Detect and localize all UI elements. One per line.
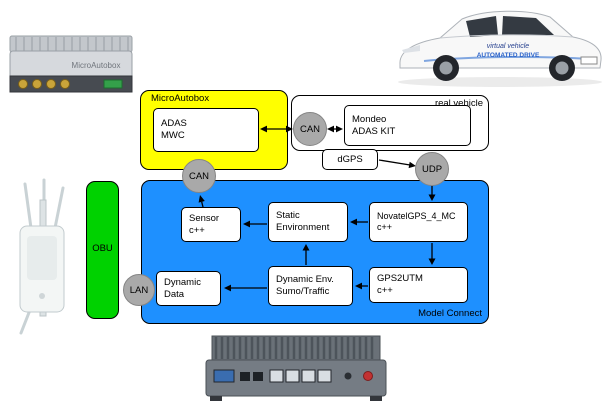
node-adas-mwc: ADAS MWC bbox=[153, 108, 259, 152]
group-model-connect-label: Model Connect bbox=[418, 308, 482, 319]
connector-can-model: CAN bbox=[182, 159, 216, 193]
antenna bbox=[19, 308, 32, 335]
connector-plug-icon bbox=[60, 79, 70, 89]
heatsink-fins bbox=[214, 337, 374, 359]
vehicle-brand-line2: AUTOMATED DRIVE bbox=[477, 52, 540, 59]
usb-port bbox=[240, 372, 250, 381]
vehicle-brand-line1: virtual vehicle bbox=[487, 43, 530, 50]
car-rear-window bbox=[502, 16, 554, 35]
node-mondeo-adas-kit: Mondeo ADAS KIT bbox=[344, 105, 471, 146]
connector-can-vehicle: CAN bbox=[293, 112, 327, 146]
group-obu-label: OBU bbox=[92, 243, 113, 254]
antenna-jack bbox=[344, 372, 352, 380]
vehicle-photo: virtual vehicle AUTOMATED DRIVE bbox=[398, 10, 602, 87]
heatsink-fins bbox=[15, 37, 129, 51]
connector-plug-icon bbox=[18, 79, 28, 89]
group-obu bbox=[86, 181, 119, 319]
car-body bbox=[399, 10, 602, 69]
terminal-block bbox=[103, 79, 123, 89]
node-novatel-gps: NovatelGPS_4_MC c++ bbox=[369, 202, 468, 242]
ethernet-port bbox=[317, 369, 332, 383]
microautobox-photo: MicroAutobox bbox=[9, 35, 133, 93]
group-microautobox-label: MicroAutobox bbox=[151, 93, 210, 104]
connector-plug-icon bbox=[46, 79, 56, 89]
obu-photo bbox=[19, 178, 65, 335]
license-plate bbox=[580, 56, 598, 65]
connector-lan: LAN bbox=[123, 274, 155, 306]
ethernet-port bbox=[301, 369, 316, 383]
ethernet-port bbox=[285, 369, 300, 383]
node-static-environment: Static Environment bbox=[268, 202, 348, 242]
connector-udp: UDP bbox=[415, 152, 449, 186]
car-front-window bbox=[466, 16, 498, 37]
node-gps2utm: GPS2UTM c++ bbox=[369, 267, 468, 303]
vga-port bbox=[213, 369, 235, 383]
antenna bbox=[23, 182, 33, 230]
connector-plug-icon bbox=[32, 79, 42, 89]
node-sensor: Sensor c++ bbox=[181, 207, 241, 242]
group-real-vehicle-label: real vehicle bbox=[434, 98, 483, 109]
antenna bbox=[53, 186, 65, 230]
node-dynamic-env: Dynamic Env. Sumo/Traffic bbox=[268, 266, 353, 306]
headlight bbox=[402, 45, 420, 53]
node-dynamic-data: Dynamic Data bbox=[156, 271, 221, 306]
usb-port bbox=[253, 372, 263, 381]
industrial-pc-photo bbox=[205, 335, 387, 401]
microautobox-photo-label: MicroAutobox bbox=[72, 61, 121, 70]
node-dgps: dGPS bbox=[322, 149, 378, 170]
ethernet-port bbox=[269, 369, 284, 383]
power-button bbox=[363, 371, 373, 381]
arrow-dgps-udp bbox=[378, 159, 416, 169]
